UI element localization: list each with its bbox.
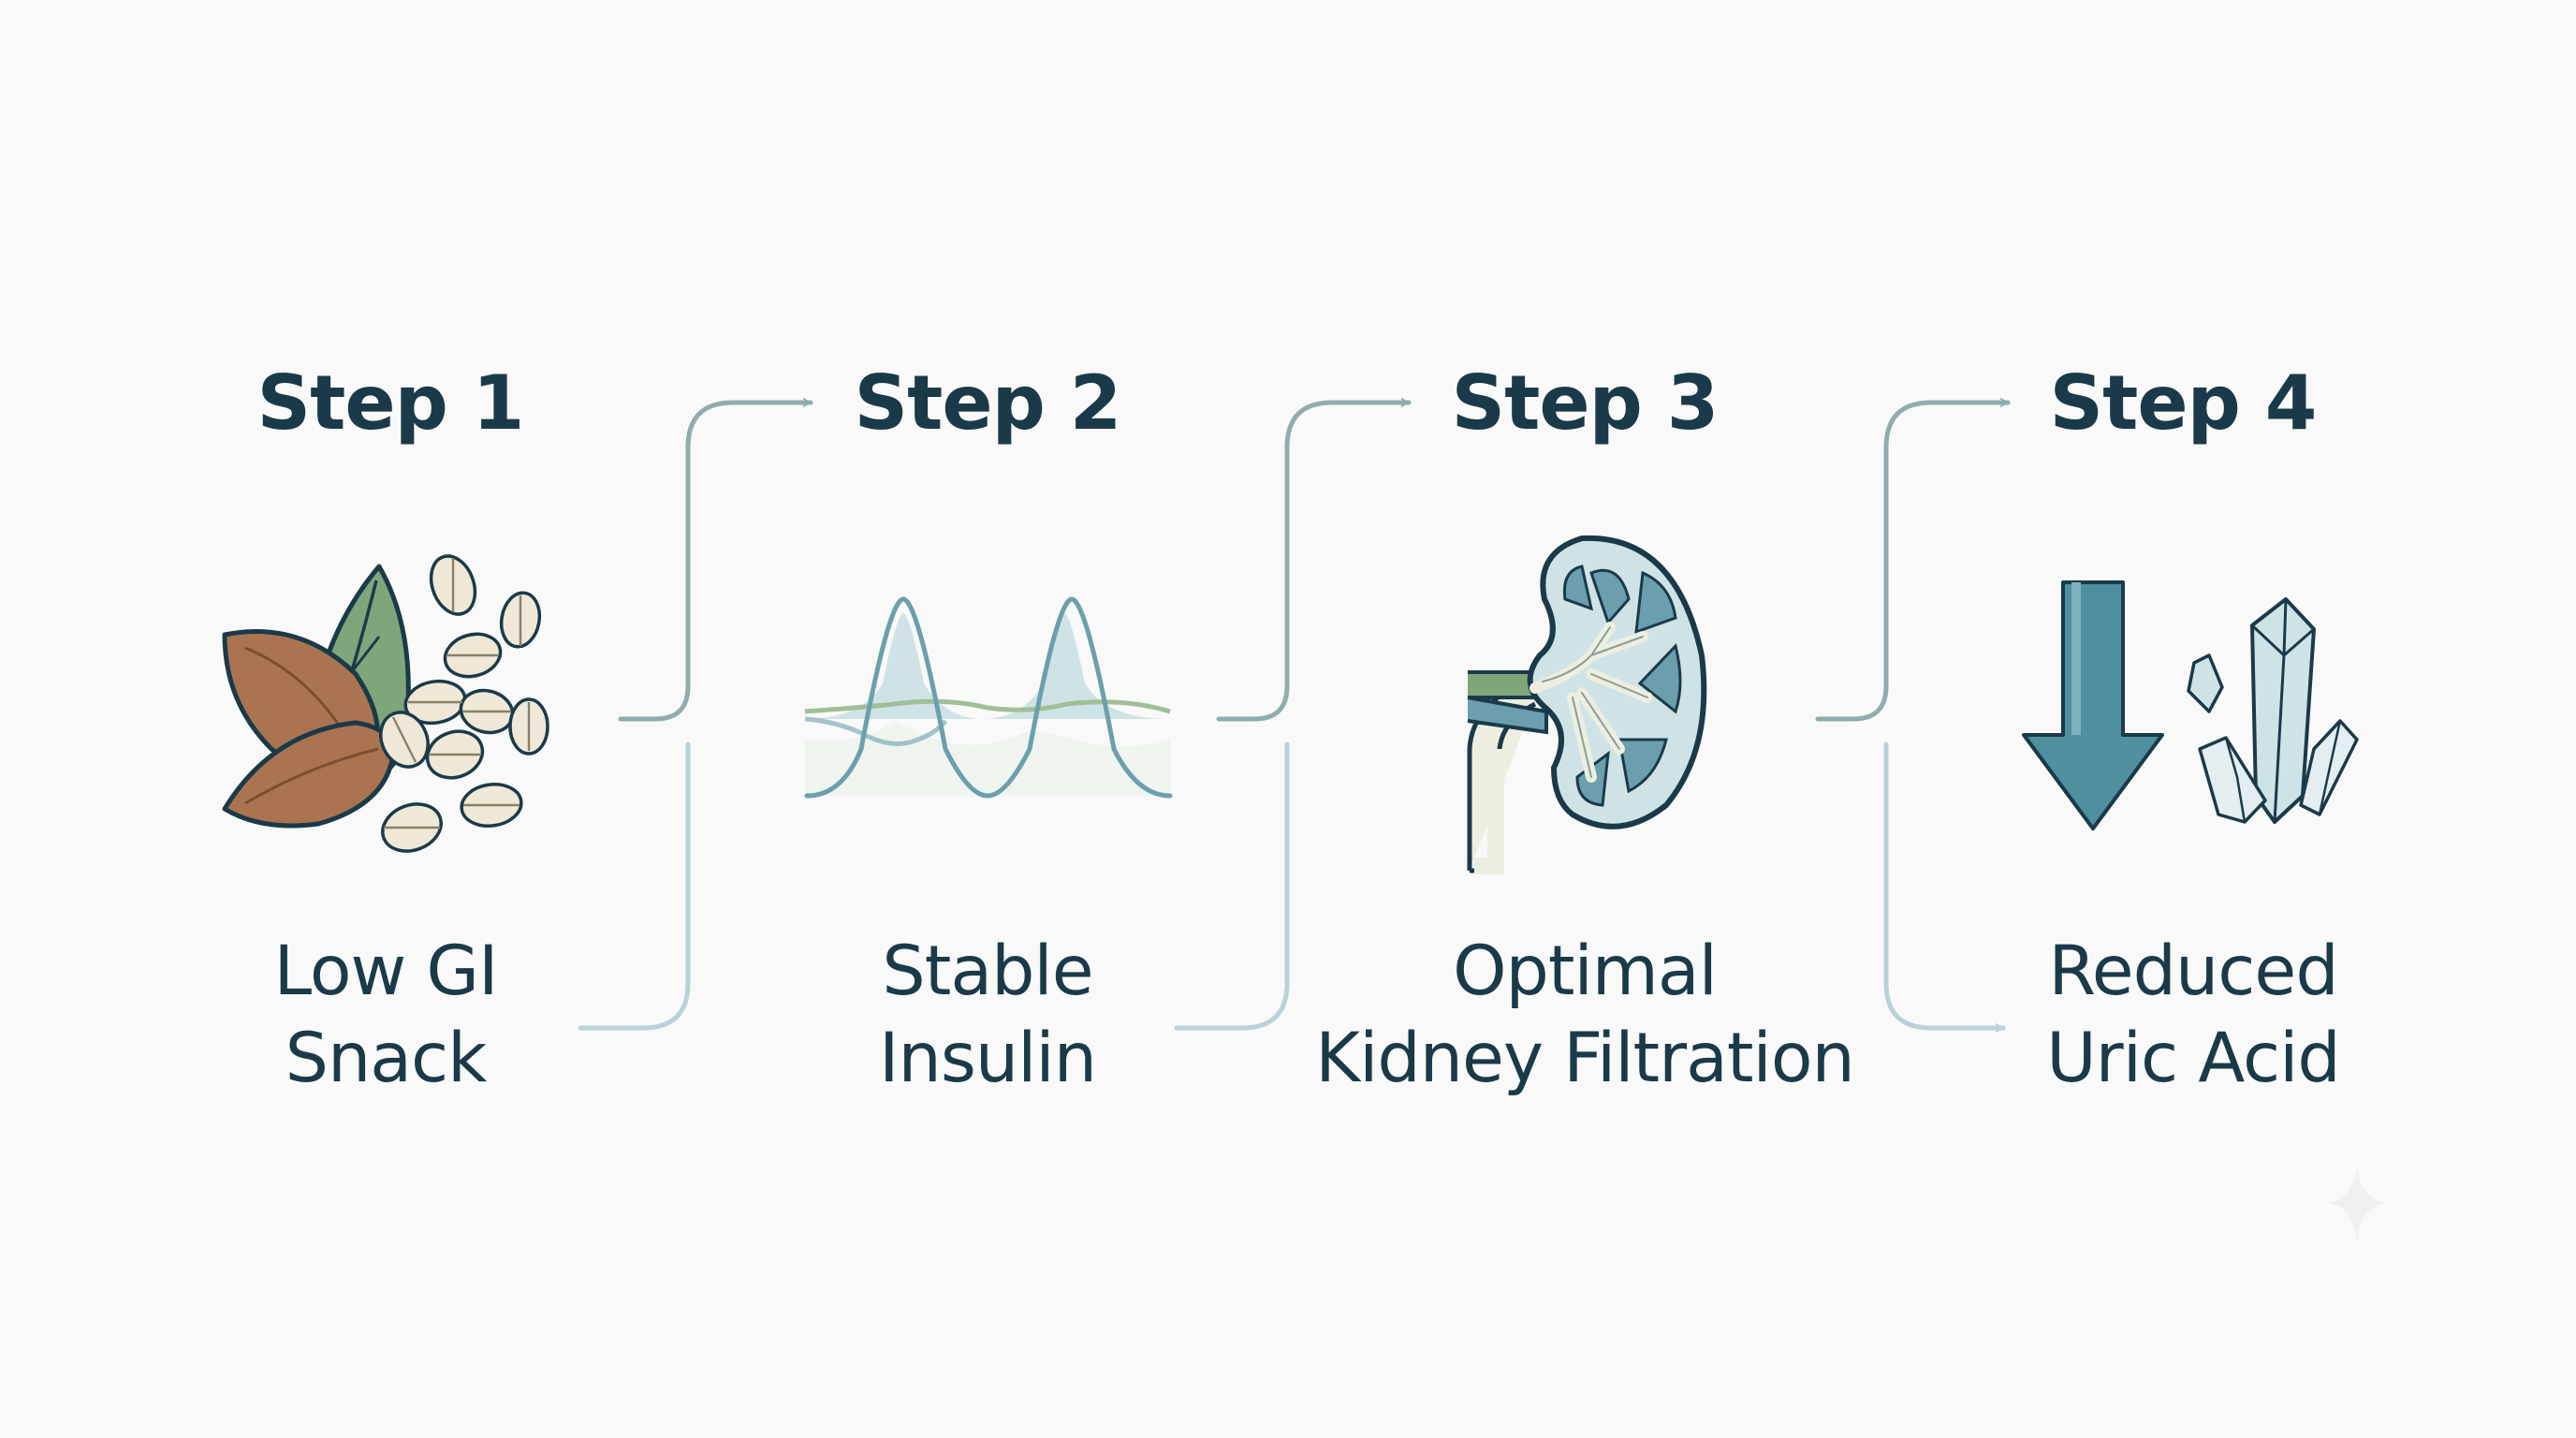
step-4-title: Step 4 [2049,360,2318,447]
insulin-wave-icon [804,596,1173,799]
connector-1-2 [578,398,813,1031]
step-4-description: Reduced Uric Acid [1837,928,2549,1102]
step-1-line-1: Low GI [273,932,498,1011]
step-4-line-2: Uric Acid [2046,1019,2340,1098]
nuts-and-oats-icon [222,554,549,853]
step-3-title: Step 3 [1451,360,1720,447]
connector-2-3 [1174,398,1412,1031]
kidney-icon [1467,535,1707,874]
step-1-line-2: Snack [285,1019,488,1098]
step-2-description: Stable Insulin [632,928,1343,1102]
down-arrow-crystals-icon [2022,580,2359,830]
step-3-description: Optimal Kidney Filtration [1229,928,1940,1102]
step-2-title: Step 2 [854,360,1122,447]
step-3-line-2: Kidney Filtration [1315,1019,1855,1098]
step-2-line-1: Stable [882,932,1093,1011]
step-3-line-1: Optimal [1453,932,1718,1011]
step-2-line-2: Insulin [879,1019,1097,1098]
step-1-title: Step 1 [256,360,525,447]
step-4-line-1: Reduced [2048,932,2338,1011]
sparkle-icon [2329,1166,2385,1240]
connector-3-4 [1815,398,2011,1033]
step-1-description: Low GI Snack [30,928,741,1102]
